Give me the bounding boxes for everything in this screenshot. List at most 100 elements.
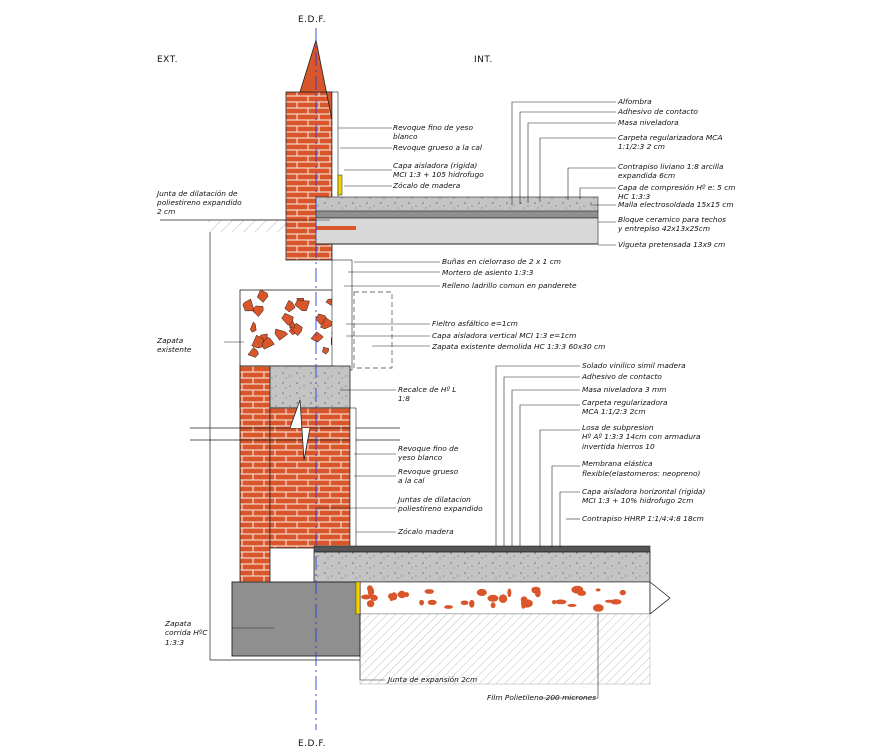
label-membrana: Membrana elástica	[582, 459, 653, 468]
aggregate-piece	[571, 585, 584, 594]
aggregate-piece	[389, 594, 394, 602]
label-zapata-existente: Zapata	[156, 336, 184, 345]
label-revoque-grueso-2: Revoque grueso	[398, 467, 459, 476]
rubble-piece	[260, 337, 275, 350]
label-revoque-grueso-2b: a la cal	[398, 476, 425, 485]
edf-top-label: E.D.F.	[298, 15, 326, 25]
aggregate-piece	[552, 599, 557, 605]
label-bloque-b: y entrepiso 42x13x25cm	[617, 224, 710, 233]
aggregate-piece	[567, 603, 577, 607]
rubble-piece	[250, 321, 257, 333]
label-losa-b: Hº Aº 1:3:3 14cm con armadura	[582, 432, 701, 441]
label-masa-niveladora-1: Masa niveladora	[618, 118, 679, 127]
label-carpeta-2b: MCA 1:1/2:3 2cm	[582, 407, 646, 416]
rubble-piece	[294, 299, 310, 312]
aggregate-piece	[595, 588, 601, 592]
label-carpeta-2: Carpeta regularizadora	[582, 398, 668, 407]
label-juntas-dilatacion-2b: poliestireno expandido	[397, 504, 483, 513]
lower-slab-leaders	[232, 365, 599, 699]
label-contrapiso-hhrp: Contrapiso HHRP 1:1/4:4:8 18cm	[582, 514, 704, 523]
hhrp-aggregate	[361, 585, 626, 612]
slab-mortar-strip	[316, 226, 356, 230]
upper-wall-leaders	[224, 127, 440, 533]
label-juntas-dilatacion-2: Juntas de dilatacion	[396, 495, 471, 504]
aggregate-piece	[370, 594, 378, 602]
aggregate-piece	[444, 605, 453, 609]
aggregate-piece	[397, 590, 406, 599]
label-adhesivo-1: Adhesivo de contacto	[617, 107, 698, 116]
aggregate-piece	[507, 588, 512, 598]
label-revoque-grueso-1: Revoque grueso a la cal	[393, 143, 483, 152]
slab-ceramic-blocks	[315, 217, 599, 245]
label-mortero: Mortero de asiento 1:3:3	[442, 268, 534, 277]
label-revoque-fino-1b: blanco	[393, 132, 418, 141]
aggregate-piece	[367, 585, 373, 592]
rubble-piece	[315, 313, 328, 326]
aggregate-piece	[476, 588, 487, 597]
rubble-piece	[322, 346, 329, 355]
interior-label: INT.	[474, 55, 493, 65]
label-contrapiso-liviano: Contrapiso liviano 1:8 arcilla	[618, 162, 724, 171]
aggregate-piece	[427, 599, 437, 606]
label-losa-c: invertida hierros 10	[582, 442, 655, 451]
expansion-joint	[355, 581, 361, 615]
label-capa-compresion-b: HC 1:3:3	[618, 192, 650, 201]
label-revoque-fino-1: Revoque fino de yeso	[393, 123, 474, 132]
rubble-piece	[310, 331, 324, 343]
label-contrapiso-liviano-b: expandida 6cm	[618, 171, 675, 180]
aggregate-piece	[487, 594, 499, 602]
label-relleno: Relleno ladrillo comun en panderete	[442, 281, 577, 290]
aggregate-piece	[361, 594, 371, 600]
aggregate-piece	[469, 599, 475, 608]
strip-footing	[231, 581, 361, 657]
label-recalce: Recalce de Hº L	[398, 385, 456, 394]
aggregate-piece	[499, 594, 508, 603]
rubble-piece	[251, 305, 264, 317]
label-zapata-corrida-b: corrida HºC	[165, 628, 208, 637]
label-capa-aisladora-1: Capa aisladora (rigida)	[393, 161, 477, 170]
ground-hatch-exterior	[208, 220, 290, 232]
aggregate-piece	[531, 587, 538, 594]
aggregate-piece	[619, 589, 626, 596]
label-zapata-corrida: Zapata	[164, 619, 192, 628]
label-zocalo-2: Zócalo madera	[397, 527, 454, 536]
ground-under-slab	[359, 613, 651, 685]
rubble-piece	[284, 300, 296, 313]
aggregate-piece	[521, 599, 533, 608]
label-capa-aisladora-1b: MCI 1:3 + 105 hidrofugo	[393, 170, 484, 179]
label-carpeta-1: Carpeta regularizadora MCA	[618, 133, 723, 142]
edf-bottom-label: E.D.F.	[298, 739, 326, 749]
slab-compression-layer	[315, 196, 599, 212]
brick-wall-left-lower	[239, 365, 271, 587]
label-zapata-corrida-c: 1:3:3	[165, 638, 184, 647]
rubble-piece	[288, 320, 296, 329]
label-film: Film Polietileno 200 micrones	[487, 693, 596, 702]
rubble-piece	[242, 298, 255, 312]
rubble-piece	[247, 347, 259, 358]
aggregate-piece	[604, 599, 615, 603]
label-solado: Solado vinilico simil madera	[582, 361, 686, 370]
rubble-piece	[251, 334, 264, 349]
floor-finish-layers	[313, 545, 651, 553]
exterior-label: EXT.	[157, 55, 178, 65]
label-carpeta-1b: 1:1/2:3 2 cm	[618, 142, 665, 151]
label-junta-dilatacion-1b: poliestireno expandido	[156, 198, 242, 207]
label-capa-compresion: Capa de compresión Hº e: 5 cm	[618, 183, 735, 192]
aggregate-piece	[490, 602, 496, 609]
label-revoque-fino-2b: yeso blanco	[397, 453, 443, 462]
label-recalce-b: 1:8	[398, 394, 410, 403]
upper-slab-leaders	[511, 101, 616, 246]
aggregate-piece	[592, 604, 604, 612]
label-junta-dilatacion-1: Junta de dilatación de	[155, 189, 238, 198]
label-masa-niveladora-2: Masa niveladora 3 mm	[582, 385, 666, 394]
interior-plaster-lower	[349, 407, 357, 549]
label-malla: Malla electrosoldada 15x15 cm	[618, 200, 734, 209]
label-junta-expansion: Junta de expansión 2cm	[386, 675, 477, 684]
aggregate-piece	[424, 589, 434, 594]
slab-break-edge	[649, 581, 671, 615]
insulation-strip-upper	[337, 174, 343, 196]
label-alfombra: Alfombra	[617, 97, 652, 106]
label-vigueta: Vigueta pretensada 13x9 cm	[618, 240, 725, 249]
aggregate-piece	[555, 599, 567, 605]
